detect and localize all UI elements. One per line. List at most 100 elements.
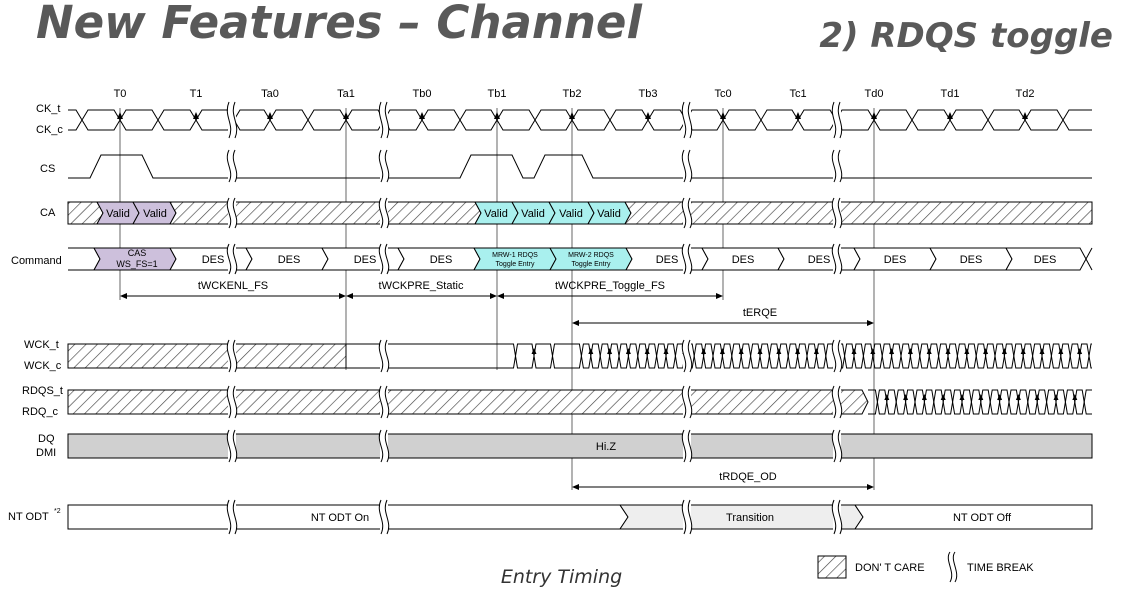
tick-label: Td2 xyxy=(1016,88,1035,100)
break-wave xyxy=(232,197,238,229)
break-wave xyxy=(384,499,390,535)
label-trdqe-od: tRDQE_OD xyxy=(719,471,777,483)
toggle-arrow xyxy=(959,394,965,400)
cmd-cas-text: WS_FS=1 xyxy=(116,259,157,269)
arrowhead xyxy=(572,484,579,490)
break-gap xyxy=(228,500,236,534)
break-wave xyxy=(837,243,843,275)
break-wave xyxy=(837,429,843,463)
break-wave xyxy=(378,197,384,229)
arrowhead xyxy=(867,320,874,326)
break-wave xyxy=(687,385,693,419)
ca-dontcare-2 xyxy=(169,201,482,225)
toggle-arrow xyxy=(1072,394,1078,400)
tick-label: Tb3 xyxy=(639,88,658,100)
cmd-des-text: DES xyxy=(808,254,831,266)
timing-arrows xyxy=(120,293,874,490)
arrowhead xyxy=(339,293,346,299)
break-gap xyxy=(228,430,236,462)
page-title: New Features – Channel xyxy=(36,0,642,49)
ck-rising-arrow xyxy=(795,112,801,119)
break-wave xyxy=(837,197,843,229)
label-dmi: DMI xyxy=(36,447,56,459)
break-wave xyxy=(226,385,232,419)
break-wave xyxy=(687,429,693,463)
ck-rising-arrow xyxy=(419,112,425,119)
ca-valid-text: Valid xyxy=(143,208,167,220)
rdqs-waveform xyxy=(67,389,1092,415)
break-wave xyxy=(226,429,232,463)
odt-transition-text: Transition xyxy=(726,512,774,524)
legend: DON' T CARE TIME BREAK xyxy=(817,551,1034,583)
break-wave xyxy=(378,101,384,139)
arrowhead xyxy=(490,293,497,299)
break-wave xyxy=(384,339,390,373)
ca-dontcare-3 xyxy=(624,201,1093,225)
break-wave xyxy=(831,197,837,229)
toggle-arrow xyxy=(701,348,707,354)
ck-rising-arrow xyxy=(117,112,123,119)
tick-label: Tb0 xyxy=(413,88,432,100)
ck-rising-arrow xyxy=(267,112,273,119)
cmd-cas-text: CAS xyxy=(128,248,147,258)
break-wave xyxy=(687,149,693,183)
ck-rising-arrow xyxy=(569,112,575,119)
ca-dontcare-1 xyxy=(67,201,104,225)
ck-c-line xyxy=(68,109,1092,131)
break-wave xyxy=(232,101,238,139)
time-break-markers xyxy=(226,101,843,535)
break-gap xyxy=(683,102,691,138)
toggle-arrow xyxy=(921,394,927,400)
break-wave xyxy=(681,197,687,229)
command-labels: CAS WS_FS=1 DES DES DES DES MRW-1 RDQS T… xyxy=(116,248,1056,269)
cmd-des-text: DES xyxy=(1034,254,1057,266)
break-wave xyxy=(226,149,232,183)
label-rdqs-t: RDQS_t xyxy=(22,385,63,397)
legend-dontcare-text: DON' T CARE xyxy=(855,562,925,574)
toggle-arrow xyxy=(889,348,895,354)
break-wave xyxy=(384,197,390,229)
toggle-arrow xyxy=(531,348,537,354)
label-twckpre-toggle: tWCKPRE_Toggle_FS xyxy=(555,280,665,292)
legend-timebreak-text: TIME BREAK xyxy=(967,562,1034,574)
toggle-arrow xyxy=(1077,348,1083,354)
break-wave xyxy=(384,429,390,463)
label-twckenl: tWCKENL_FS xyxy=(198,280,268,292)
break-gap xyxy=(683,198,691,228)
break-wave xyxy=(384,385,390,419)
tick-label: Td1 xyxy=(941,88,960,100)
ca-bus xyxy=(67,201,1093,225)
tick-label: Tc1 xyxy=(789,88,806,100)
legend-dontcare-swatch xyxy=(817,555,847,579)
cmd-mrw1-text: Toggle Entry xyxy=(496,261,535,268)
ck-rising-arrow xyxy=(720,112,726,119)
break-gap xyxy=(380,102,388,138)
break-wave xyxy=(226,101,232,139)
label-wck-t: WCK_t xyxy=(24,339,59,351)
toggle-arrow xyxy=(1001,348,1007,354)
break-wave xyxy=(681,429,687,463)
rdqs-dontcare xyxy=(67,389,869,415)
break-wave xyxy=(831,429,837,463)
toggle-arrow xyxy=(903,394,909,400)
break-wave xyxy=(378,385,384,419)
toggle-arrow xyxy=(1053,394,1059,400)
break-gap xyxy=(380,430,388,462)
toggle-arrow xyxy=(795,348,801,354)
odt-off-text: NT ODT Off xyxy=(953,512,1012,524)
toggle-arrow xyxy=(1015,394,1021,400)
break-wave xyxy=(837,339,843,373)
toggle-arrow xyxy=(978,394,984,400)
break-wave xyxy=(831,339,837,373)
label-ca: CA xyxy=(40,207,56,219)
dq-hiz-region xyxy=(67,433,1093,459)
label-ck-t: CK_t xyxy=(36,103,60,115)
wck-toggle xyxy=(497,343,1092,369)
break-wave xyxy=(378,243,384,275)
break-gap xyxy=(228,150,236,182)
label-rdq-c: RDQ_c xyxy=(22,406,59,418)
toggle-arrow xyxy=(926,348,932,354)
cmd-mrw1-text: MRW-1 RDQS xyxy=(492,252,538,259)
break-wave xyxy=(681,149,687,183)
